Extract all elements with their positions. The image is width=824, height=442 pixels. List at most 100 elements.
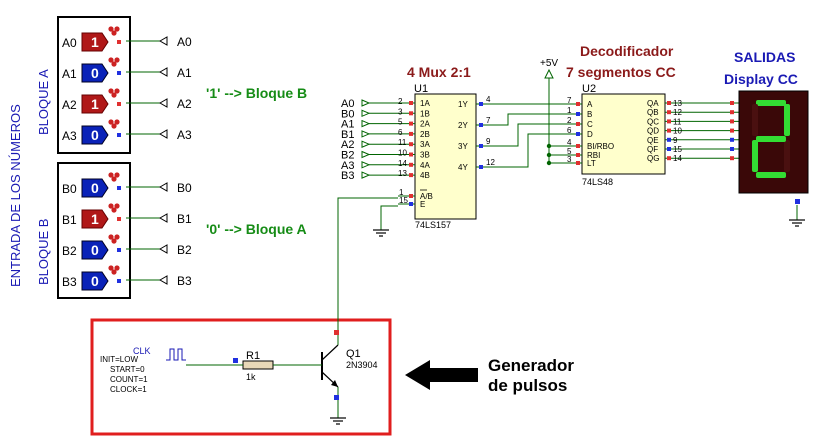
decoder-ref: U2 — [582, 83, 596, 95]
mux-input-label: A3 — [341, 160, 354, 172]
pin-number: 9 — [486, 137, 491, 146]
terminal-label: B3 — [177, 274, 192, 288]
logic-value: 1 — [91, 34, 99, 50]
junction-dots — [546, 143, 552, 166]
probe-icon — [108, 265, 120, 275]
segment-g — [756, 136, 786, 142]
pin-name: 4Y — [458, 163, 468, 172]
pin-number: 14 — [673, 154, 682, 163]
terminal-icon — [361, 119, 371, 128]
generator-box — [90, 318, 392, 436]
mux-ref: U1 — [414, 83, 428, 95]
pin-number: 10 — [398, 149, 407, 158]
pin-name: QB — [647, 108, 659, 117]
logic-value: 0 — [91, 273, 99, 289]
note-bloque-a: '0' --> Bloque A — [206, 221, 307, 237]
probe-icon — [108, 119, 120, 129]
pin-name: 1Y — [458, 100, 468, 109]
mux-input-label: B1 — [341, 129, 354, 141]
pin-name: 3A — [420, 140, 430, 149]
pin-number: 13 — [673, 99, 682, 108]
pin-name: 2B — [420, 130, 430, 139]
pin-name: 3Y — [458, 142, 468, 151]
logic-value: 0 — [91, 242, 99, 258]
pin-name: QE — [647, 136, 659, 145]
terminal-icon — [361, 140, 371, 148]
pin-name: BI/RBO — [587, 142, 614, 151]
probe-icon — [108, 88, 120, 98]
pin-name: A/B — [420, 192, 433, 201]
pin-number: 7 — [567, 96, 572, 105]
pin-number: 3 — [567, 155, 572, 164]
mux-input-label: A0 — [341, 98, 354, 110]
generator-label-2: de pulsos — [488, 376, 567, 395]
pin-number: 12 — [673, 108, 682, 117]
pin-name: 2Y — [458, 121, 468, 130]
clock-param: CLOCK=1 — [110, 385, 147, 394]
decoder-supply: +5V — [540, 58, 558, 69]
pin-number: 11 — [398, 138, 407, 147]
pin-number: 1 — [567, 106, 572, 115]
pin-number: 4 — [567, 138, 572, 147]
mux-out-pin-4y: 4Y 12 — [458, 158, 495, 172]
segment-c — [784, 140, 790, 172]
logic-value: 0 — [91, 180, 99, 196]
mux-input-label: A2 — [341, 139, 354, 151]
terminal-icon — [158, 213, 168, 223]
logic-value: 0 — [91, 127, 99, 143]
pin-name: QA — [647, 99, 659, 108]
decoder-out-pin-qa: QA 13 — [647, 99, 739, 108]
segment-a — [756, 100, 786, 106]
pin-number: 11 — [673, 117, 682, 126]
pin-number: 6 — [398, 128, 403, 137]
pin-number: 12 — [486, 158, 495, 167]
input-pin-label: A3 — [62, 129, 77, 143]
probe-icon — [108, 172, 120, 182]
pin-name: 4B — [420, 171, 430, 180]
pin-name: QD — [647, 127, 659, 136]
terminal-label: B2 — [177, 243, 192, 257]
decoder-chip — [581, 93, 666, 175]
pin-number: 4 — [486, 95, 491, 104]
segment-e — [752, 140, 758, 172]
input-pin-label: A1 — [62, 67, 77, 81]
mux-out-pin-2y: 2Y 7 — [458, 116, 491, 130]
mux-part: 74LS157 — [415, 220, 451, 230]
display-title-2: Display CC — [724, 71, 798, 87]
pin-name: QF — [647, 145, 658, 154]
pin-name: C — [587, 120, 593, 129]
terminal-label: B0 — [177, 181, 192, 195]
pin-number: 7 — [486, 116, 491, 125]
decoder-out-pin-qd: QD 10 — [647, 127, 739, 136]
input-pin-label: A2 — [62, 98, 77, 112]
supply-arrow-icon — [544, 68, 554, 163]
decoder-part: 74LS48 — [582, 177, 613, 187]
pin-name: RBI — [587, 151, 600, 160]
pin-name: QG — [647, 154, 659, 163]
pin-number: 10 — [673, 127, 682, 136]
terminal-icon — [361, 99, 371, 107]
decoder-title-2: 7 segmentos CC — [566, 64, 676, 80]
side-label-bloque-b: BLOQUE B — [36, 219, 51, 285]
mux-input-label: A1 — [341, 119, 354, 131]
